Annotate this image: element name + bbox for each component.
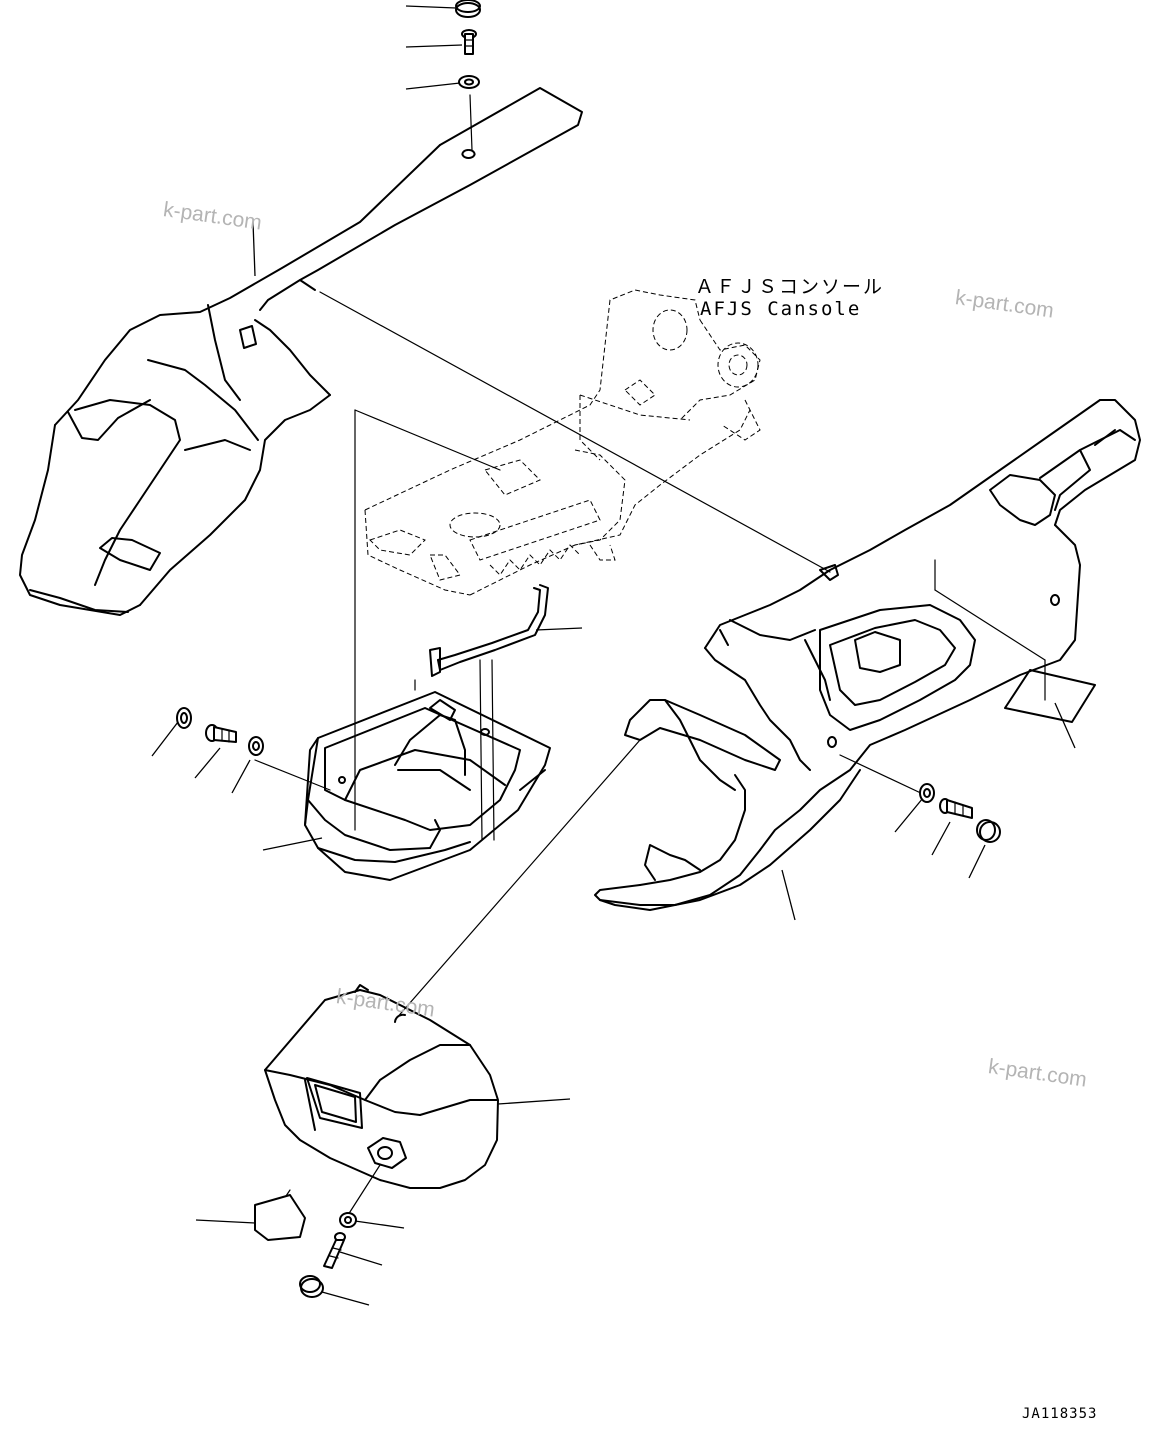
console-label-jp: ＡＦＪＳコンソール <box>695 276 885 298</box>
afjs-console-frame <box>364 289 761 596</box>
middle-left-hardware <box>176 707 264 756</box>
assembly-lines <box>254 94 1046 1216</box>
lower-front-cover <box>264 984 499 1189</box>
leader-lines <box>151 5 1076 1306</box>
right-side-cover <box>594 399 1141 911</box>
middle-tray <box>304 691 551 881</box>
lower-hardware <box>254 1194 357 1298</box>
console-label-en: AFJS Cansole <box>700 298 862 320</box>
right-decal <box>1004 669 1096 723</box>
right-hardware <box>919 783 1001 843</box>
bracket-strip <box>429 584 549 677</box>
left-side-cover <box>19 87 583 616</box>
top-hardware <box>455 0 481 89</box>
drawing-code: JA118353 <box>1022 1406 1098 1422</box>
